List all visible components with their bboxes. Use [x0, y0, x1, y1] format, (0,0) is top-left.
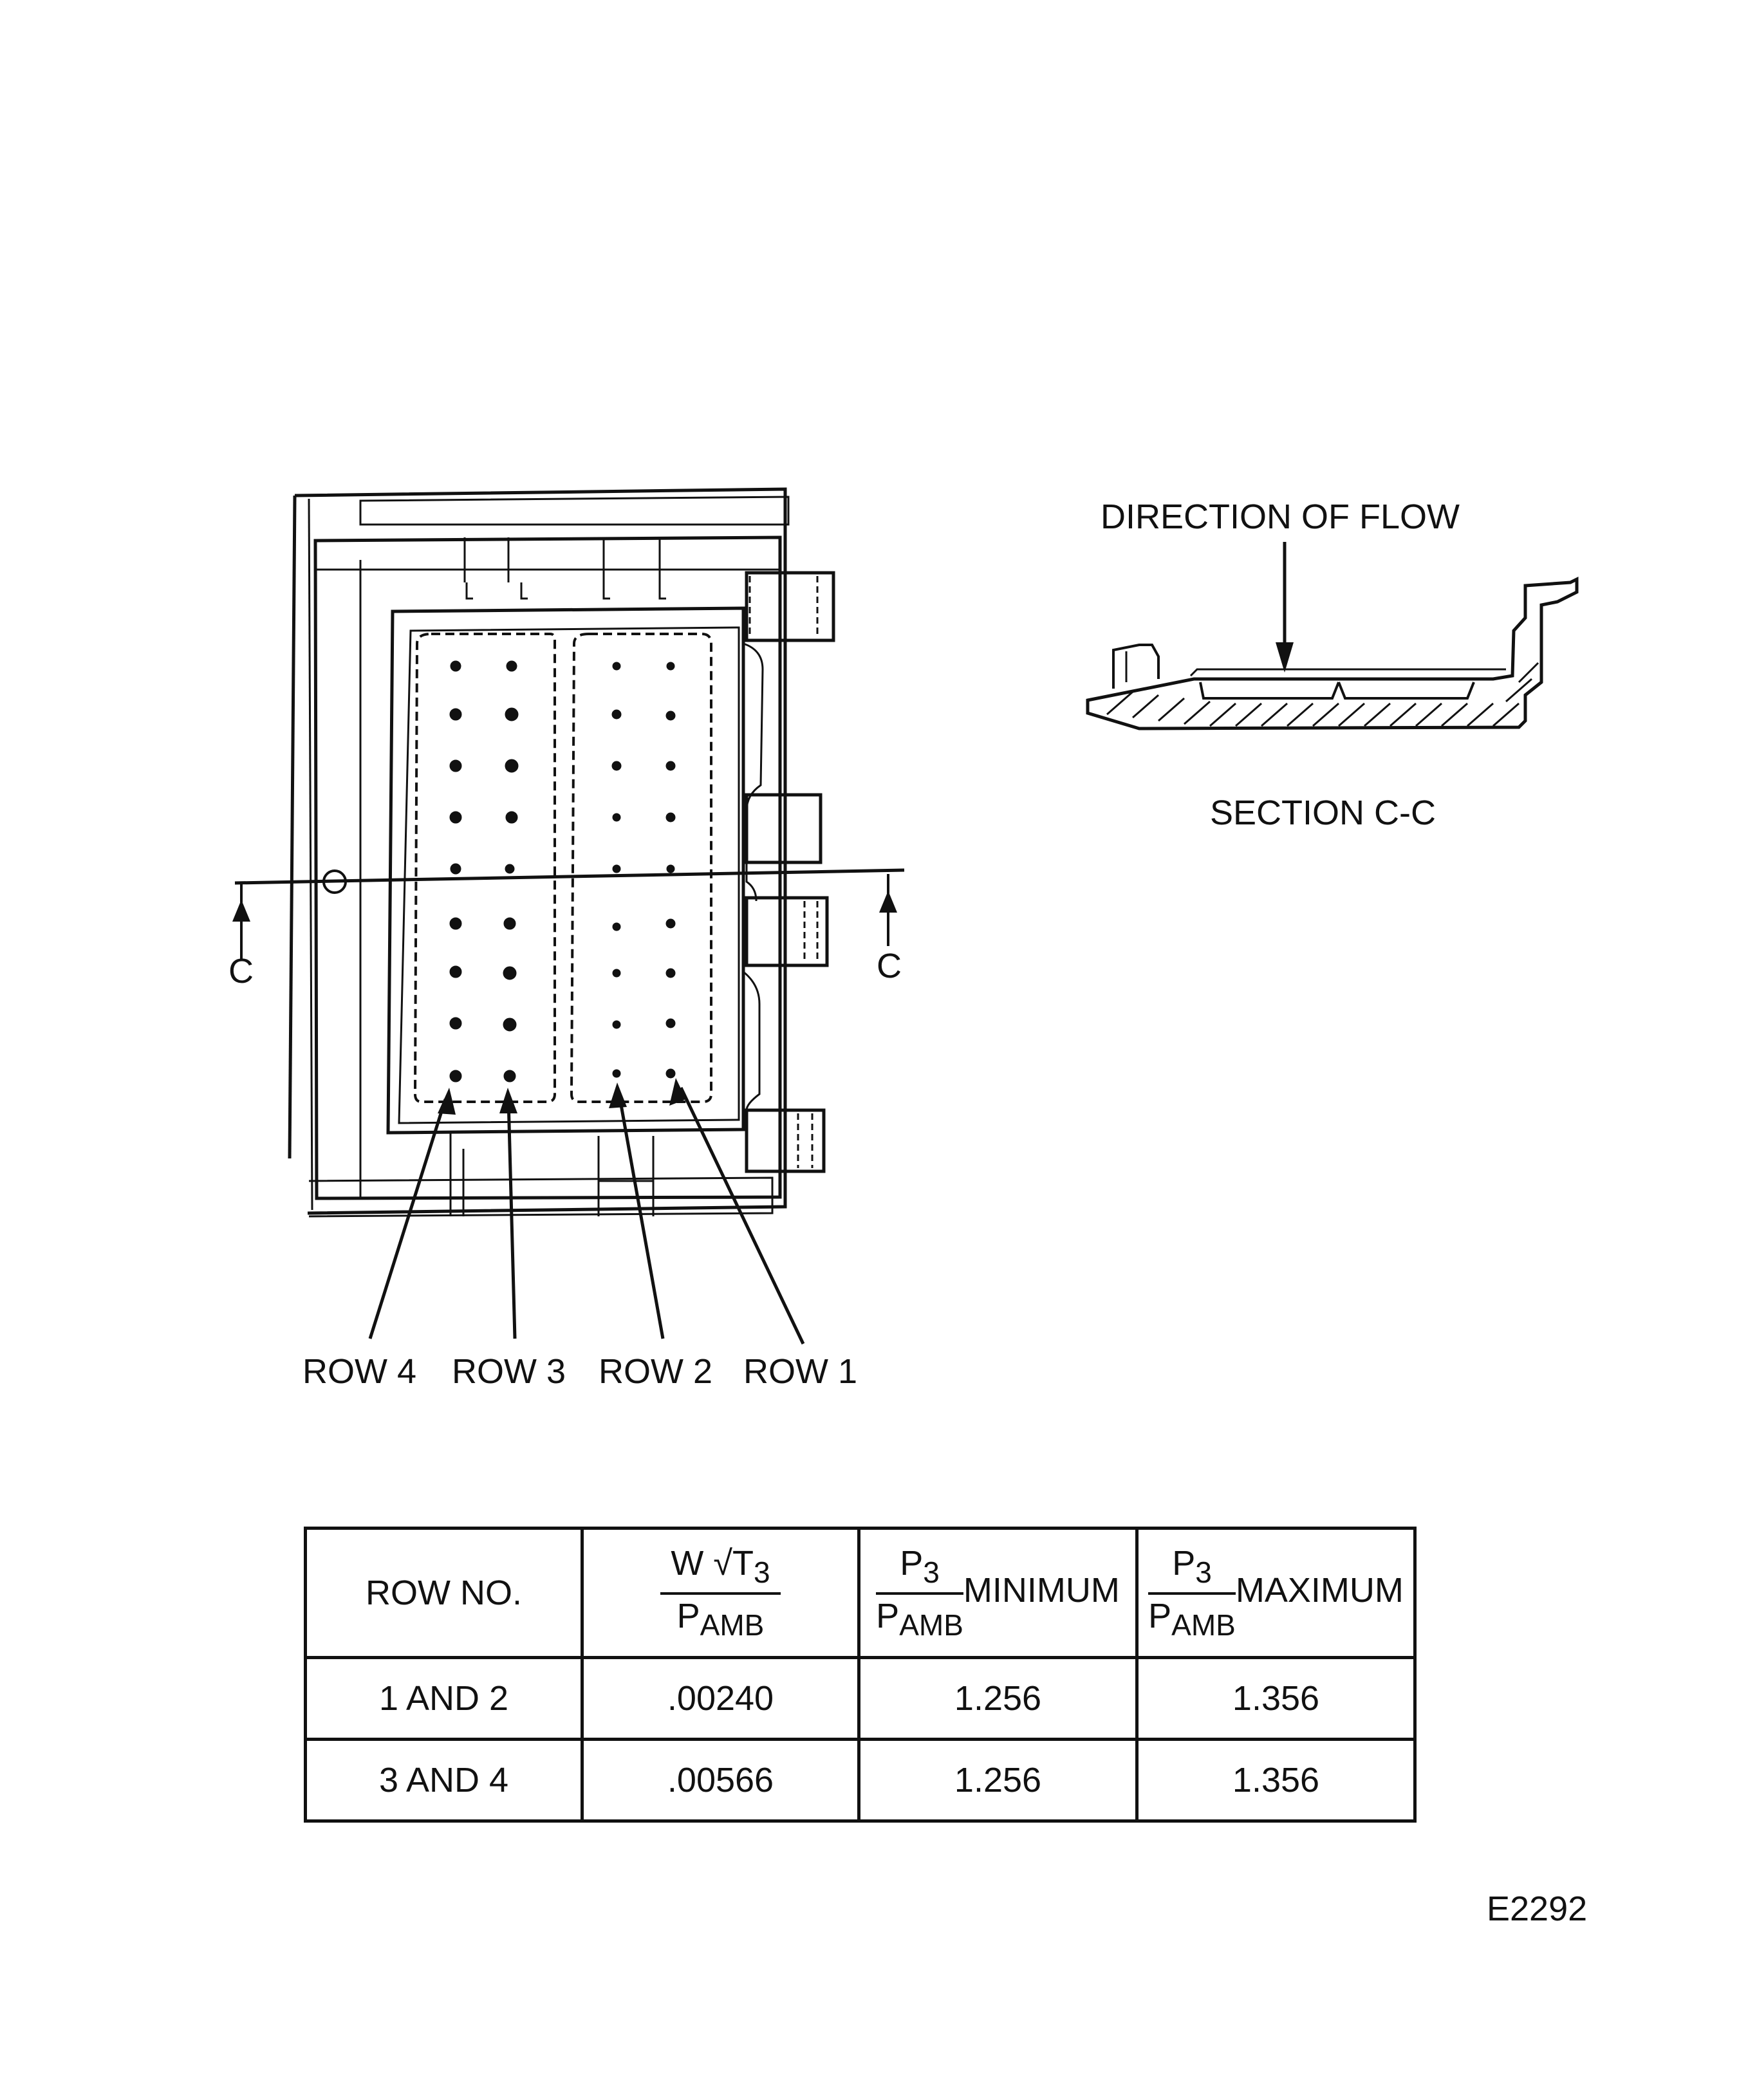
header-pressure-ratio-maximum: P3 PAMB MAXIMUM	[1135, 1527, 1417, 1659]
header-flow-parameter: W √T3 PAMB	[581, 1527, 860, 1659]
minimum-word: MINIMUM	[963, 1571, 1120, 1610]
row-4-label: ROW 4	[302, 1352, 417, 1391]
max-fraction: P3 PAMB	[1148, 1544, 1236, 1642]
maximum-word: MAXIMUM	[1235, 1571, 1404, 1610]
cell-min: 1.256	[857, 1738, 1139, 1823]
row-1-label: ROW 1	[743, 1352, 858, 1391]
header-pressure-ratio-minimum: P3 PAMB MINIMUM	[857, 1527, 1139, 1659]
cell-max: 1.356	[1135, 1656, 1417, 1741]
cell-min: 1.256	[857, 1656, 1139, 1741]
direction-of-flow-label: DIRECTION OF FLOW	[1101, 497, 1460, 536]
min-fraction: P3 PAMB	[876, 1544, 963, 1642]
cell-flow: .00240	[581, 1656, 860, 1741]
section-marker-left: C	[228, 952, 254, 990]
table-header-row: ROW NO. W √T3 PAMB P3 PAMB MINIMUM P3 PA…	[304, 1527, 1417, 1659]
table-row: 1 AND 2 .00240 1.256 1.356	[304, 1656, 1417, 1741]
row-3-label: ROW 3	[452, 1352, 566, 1391]
table-row: 3 AND 4 .00566 1.256 1.356	[304, 1738, 1417, 1823]
header-row-no: ROW NO.	[304, 1527, 584, 1659]
section-c-c-label: SECTION C-C	[1210, 794, 1436, 832]
flow-data-table: ROW NO. W √T3 PAMB P3 PAMB MINIMUM P3 PA…	[304, 1527, 1417, 1823]
cell-max: 1.356	[1135, 1738, 1417, 1823]
row-2-label: ROW 2	[599, 1352, 713, 1391]
section-marker-right: C	[877, 947, 902, 985]
figure-id: E2292	[1487, 1890, 1588, 1928]
cell-flow: .00566	[581, 1738, 860, 1823]
cell-row-no: 1 AND 2	[304, 1656, 584, 1741]
cell-row-no: 3 AND 4	[304, 1738, 584, 1823]
flow-fraction: W √T3 PAMB	[660, 1543, 781, 1642]
